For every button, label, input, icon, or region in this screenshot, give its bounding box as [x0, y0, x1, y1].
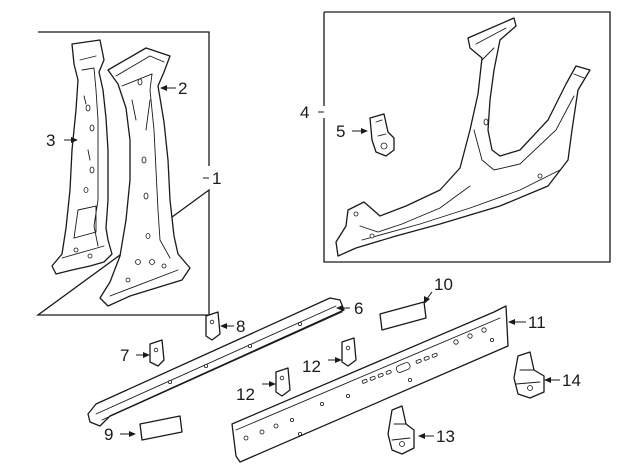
callout-10: 10 — [434, 275, 453, 294]
part-12-clip-lower[interactable] — [262, 367, 291, 397]
part-6-rocker-rail[interactable] — [87, 297, 350, 427]
panel-11-slots — [361, 352, 438, 384]
callout-1: 1 — [212, 169, 221, 188]
part-14-bracket[interactable] — [513, 351, 560, 399]
part-7-clip[interactable] — [136, 339, 165, 367]
callout-12-lower: 12 — [236, 385, 255, 404]
callout-8: 8 — [236, 317, 245, 336]
body-side-frame — [318, 11, 611, 263]
callout-7: 7 — [120, 346, 129, 365]
part-13-bracket[interactable] — [387, 405, 434, 455]
callout-2: 2 — [178, 79, 187, 98]
part-9-plate[interactable] — [120, 415, 183, 441]
callout-labels: 1 2 3 4 5 6 7 8 9 10 11 12 12 13 14 — [46, 79, 581, 446]
callout-4: 4 — [300, 103, 309, 122]
part-12-clip-upper[interactable] — [328, 337, 357, 367]
callout-6: 6 — [354, 299, 363, 318]
callout-5: 5 — [336, 122, 345, 141]
part-4-body-side-reinforcement[interactable] — [335, 17, 591, 257]
callout-3: 3 — [46, 131, 55, 150]
callout-14: 14 — [562, 371, 581, 390]
part-10-plate[interactable] — [379, 291, 433, 331]
part-5-bracket[interactable] — [352, 113, 395, 157]
callout-12-upper: 12 — [302, 357, 321, 376]
part-11-rocker-reinforcement[interactable] — [231, 305, 526, 463]
callout-9: 9 — [104, 425, 113, 444]
callout-11: 11 — [528, 313, 546, 332]
callout-13: 13 — [436, 427, 455, 446]
part-2-outer-pillar[interactable] — [99, 47, 191, 307]
part-3-inner-pillar[interactable] — [51, 39, 113, 275]
part-8-clip[interactable] — [205, 311, 234, 341]
